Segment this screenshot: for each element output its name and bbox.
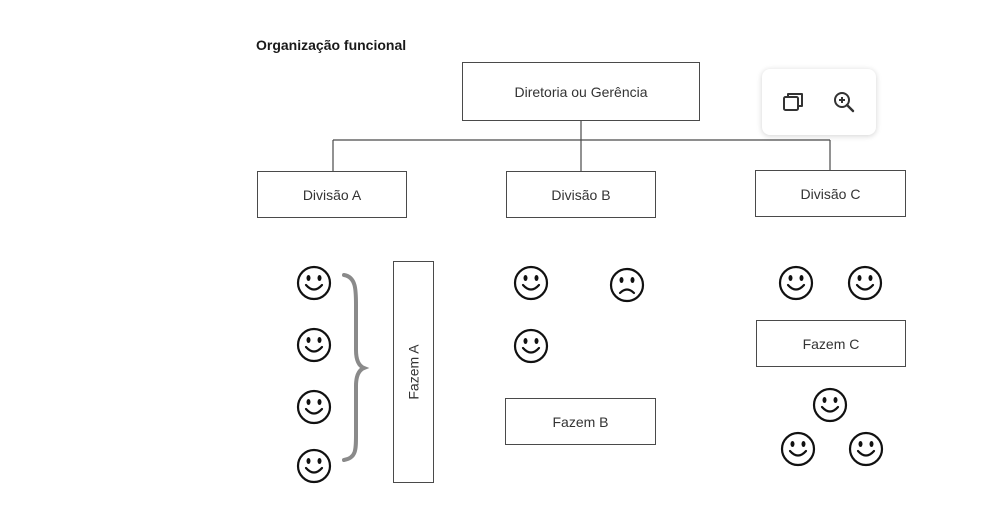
smiley-face-icon [513, 328, 549, 364]
smiley-face-icon [296, 389, 332, 425]
frown-face-icon [609, 267, 645, 303]
zoom-in-button[interactable] [826, 84, 862, 120]
diagram-title: Organização funcional [256, 37, 407, 53]
node-divisao-c-label: Divisão C [800, 185, 861, 202]
smiley-face-icon [812, 387, 848, 423]
node-divisao-b-label: Divisão B [551, 186, 611, 203]
brace-a [342, 273, 370, 462]
group-fazem-b: Fazem B [505, 398, 656, 445]
group-fazem-b-label: Fazem B [552, 413, 609, 430]
node-divisao-a: Divisão A [257, 171, 407, 218]
smiley-face-icon [513, 265, 549, 301]
node-divisao-c: Divisão C [755, 170, 906, 217]
group-fazem-a: Fazem A [393, 261, 434, 483]
group-fazem-a-label: Fazem A [405, 344, 422, 400]
smiley-face-icon [296, 327, 332, 363]
smiley-face-icon [847, 265, 883, 301]
node-divisao-b: Divisão B [506, 171, 656, 218]
copy-icon [783, 93, 803, 111]
copy-button[interactable] [776, 84, 812, 120]
node-divisao-a-label: Divisão A [302, 186, 362, 203]
group-fazem-c: Fazem C [756, 320, 906, 367]
node-diretoria: Diretoria ou Gerência [462, 62, 700, 121]
smiley-face-icon [778, 265, 814, 301]
smiley-face-icon [296, 265, 332, 301]
zoom-in-icon [834, 92, 855, 113]
image-toolbar [762, 69, 876, 135]
node-diretoria-label: Diretoria ou Gerência [514, 83, 648, 100]
group-fazem-c-label: Fazem C [802, 335, 860, 352]
smiley-face-icon [296, 448, 332, 484]
smiley-face-icon [848, 431, 884, 467]
smiley-face-icon [780, 431, 816, 467]
